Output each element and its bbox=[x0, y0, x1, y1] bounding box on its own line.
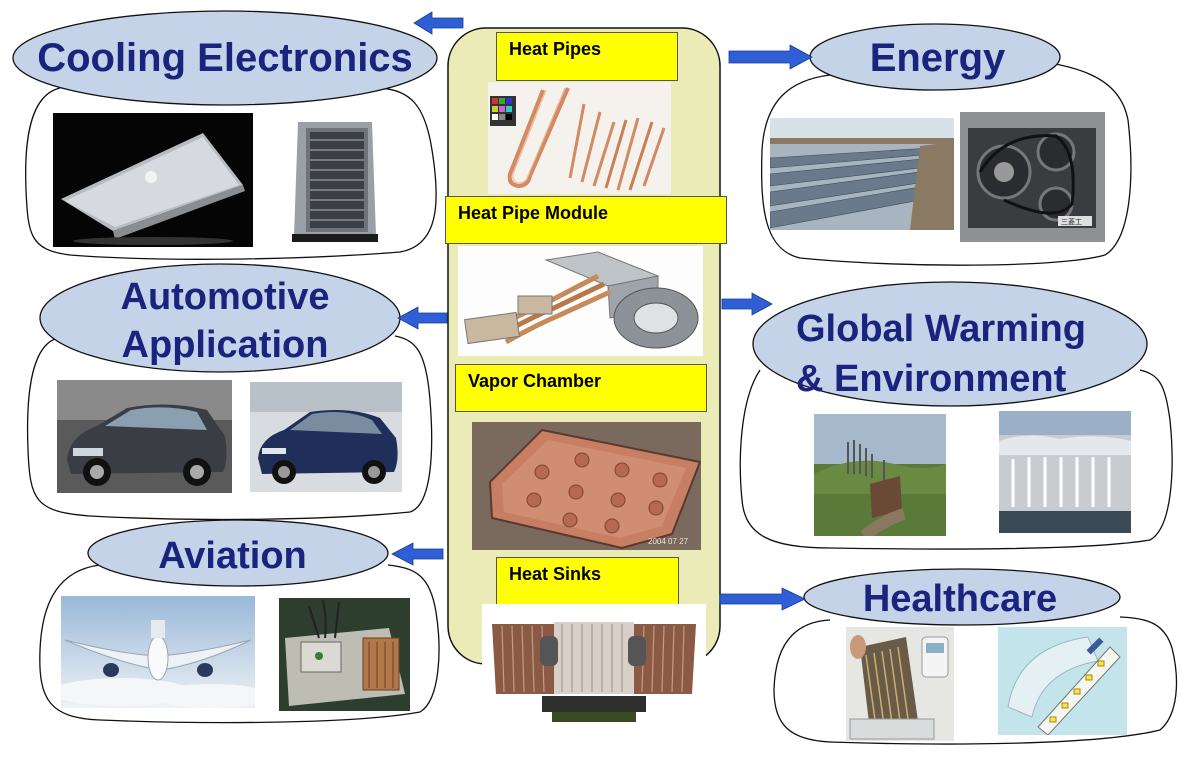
automotive-title-line1: Automotive bbox=[120, 276, 330, 318]
global-warming-title-line2: & Environment bbox=[796, 358, 1067, 400]
global-warming-outline bbox=[739, 369, 1173, 550]
laptop-photo bbox=[53, 113, 253, 247]
aviation-outline bbox=[39, 564, 440, 724]
global-warming-ellipse bbox=[752, 281, 1148, 407]
global-warming-title-line1: Global Warming bbox=[796, 308, 1086, 350]
tech-label-heat-sinks: Heat Sinks bbox=[496, 557, 679, 605]
desktop-tower-photo bbox=[288, 116, 383, 246]
energy-title: Energy bbox=[869, 36, 1006, 80]
heat-pipes-photo bbox=[488, 82, 671, 194]
arrow-to-aviation-icon bbox=[391, 542, 444, 566]
tech-label-heat-pipe-module: Heat Pipe Module bbox=[445, 196, 727, 244]
healthcare-title: Healthcare bbox=[862, 578, 1058, 620]
healthcare-ellipse bbox=[803, 568, 1121, 626]
energy-outline bbox=[761, 57, 1132, 266]
arrow-to-automotive-icon bbox=[397, 306, 448, 330]
glacier-photo bbox=[999, 411, 1131, 533]
hatchback-car-photo bbox=[57, 380, 232, 493]
medical-device-photo bbox=[846, 627, 954, 741]
cooling-electronics-ellipse bbox=[12, 10, 438, 106]
arrow-to-global-warming-icon bbox=[721, 292, 773, 316]
heat-pipe-module-photo bbox=[458, 246, 703, 356]
cooling-electronics-outline bbox=[25, 87, 437, 260]
airplane-photo bbox=[61, 596, 255, 708]
apple-logo-icon bbox=[145, 171, 157, 183]
heat-sink-photo bbox=[482, 604, 706, 726]
tech-label-vapor-chamber: Vapor Chamber bbox=[455, 364, 707, 412]
aviation-ellipse bbox=[87, 519, 389, 587]
engine-photo: 三菱工 bbox=[960, 112, 1105, 242]
automotive-title-line2: Application bbox=[121, 324, 329, 366]
automotive-outline bbox=[26, 335, 433, 521]
led-strip-photo bbox=[998, 627, 1127, 735]
arrow-to-energy-icon bbox=[728, 44, 813, 70]
tech-label-heat-pipes: Heat Pipes bbox=[496, 32, 678, 81]
cooling-electronics-title: Cooling Electronics bbox=[37, 36, 413, 80]
color-chart-icon bbox=[490, 96, 516, 126]
sedan-car-photo bbox=[250, 382, 402, 492]
arrow-to-cooling-icon bbox=[413, 11, 464, 35]
solar-field-photo bbox=[770, 118, 954, 230]
vapor-chamber-date-stamp: 2004 07 27 bbox=[648, 537, 689, 546]
engine-tag-text: 三菱工 bbox=[1061, 217, 1082, 226]
arrow-to-healthcare-icon bbox=[719, 587, 806, 611]
aviation-equipment-photo bbox=[279, 598, 410, 711]
vapor-chamber-photo: 2004 07 27 bbox=[472, 422, 701, 550]
fence-landscape-photo bbox=[814, 414, 946, 536]
aviation-title: Aviation bbox=[158, 535, 307, 577]
healthcare-outline bbox=[773, 616, 1178, 745]
